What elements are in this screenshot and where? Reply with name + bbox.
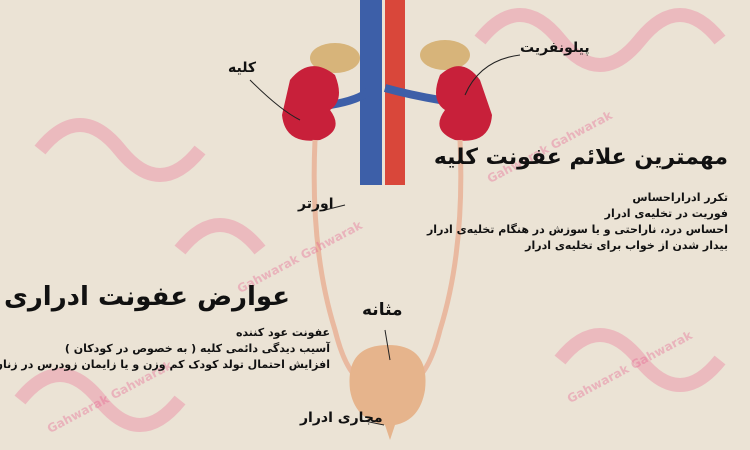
pointer-lines — [249, 54, 521, 426]
kidney-left — [282, 66, 339, 141]
label-pyelonephritis: پیلونفریت — [520, 40, 590, 56]
complication-item: افزایش احتمال تولد کودک کم وزن و یا زایم… — [0, 358, 330, 371]
symptom-item: تکرر ادراراحساس — [632, 191, 728, 204]
bladder — [349, 345, 426, 440]
adrenal-gland-right — [420, 40, 470, 70]
ureter-left — [311, 139, 362, 383]
complications-title: عوارض عفونت ادراری — [3, 282, 290, 312]
label-bladder: مثانه — [362, 300, 403, 320]
label-urethra: مجاری ادرار — [300, 410, 383, 426]
complications-list: عفونت عود کننده آسیب دیدگی دائمی کلیه ( … — [0, 325, 330, 373]
complication-item: عفونت عود کننده — [235, 326, 330, 339]
renal-vein-right — [383, 84, 441, 104]
symptom-item: فوریت در تخلیه‌ی ادرار — [604, 207, 728, 220]
symptoms-list: تکرر ادراراحساس فوریت در تخلیه‌ی ادرار ا… — [427, 190, 728, 254]
symptoms-title: مهمترین علائم عفونت کلیه — [433, 145, 728, 170]
adrenal-gland-left — [310, 43, 360, 73]
watermark-swirls — [14, 8, 726, 432]
kidney-right — [436, 66, 492, 141]
complication-item: آسیب دیدگی دائمی کلیه ( به خصوص در کودکا… — [64, 342, 330, 355]
label-ureter: اورتر — [298, 196, 334, 212]
symptom-item: بیدار شدن از خواب برای تخلیه‌ی ادرار — [525, 239, 728, 252]
symptom-item: احساس درد، ناراحتی و یا سوزش در هنگام تخ… — [426, 223, 728, 236]
ureter-right — [413, 139, 464, 383]
label-kidney: کلیه — [228, 60, 257, 76]
